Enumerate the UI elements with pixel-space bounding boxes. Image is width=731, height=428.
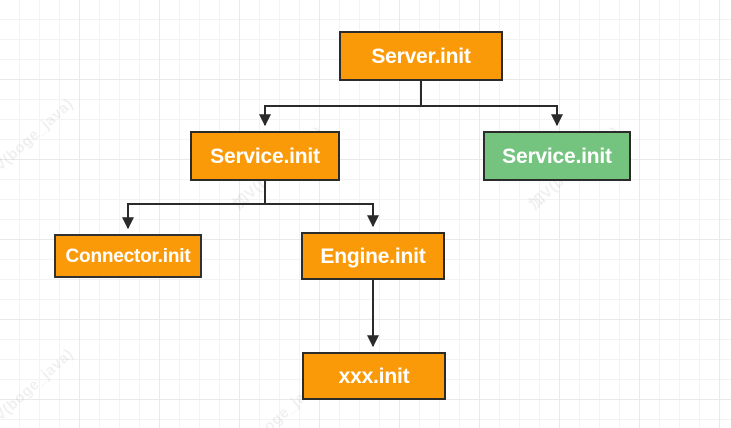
node-engine-init[interactable]: Engine.init (301, 232, 445, 280)
node-label: Engine.init (320, 244, 426, 268)
edge-service1-to-engine (264, 181, 379, 228)
node-label: Service.init (502, 144, 612, 168)
edge-service1-to-connector (122, 181, 266, 230)
node-label: xxx.init (338, 364, 410, 388)
node-service-init-primary[interactable]: Service.init (190, 131, 340, 181)
edge-server-to-service1 (259, 81, 422, 127)
edge-server-to-service2 (420, 81, 563, 127)
node-server-init[interactable]: Server.init (339, 31, 503, 81)
node-label: Connector.init (65, 245, 191, 267)
node-xxx-init[interactable]: xxx.init (302, 352, 446, 400)
node-label: Service.init (210, 144, 320, 168)
node-service-init-secondary[interactable]: Service.init (483, 131, 631, 181)
node-connector-init[interactable]: Connector.init (54, 234, 202, 278)
node-label: Server.init (371, 44, 471, 68)
